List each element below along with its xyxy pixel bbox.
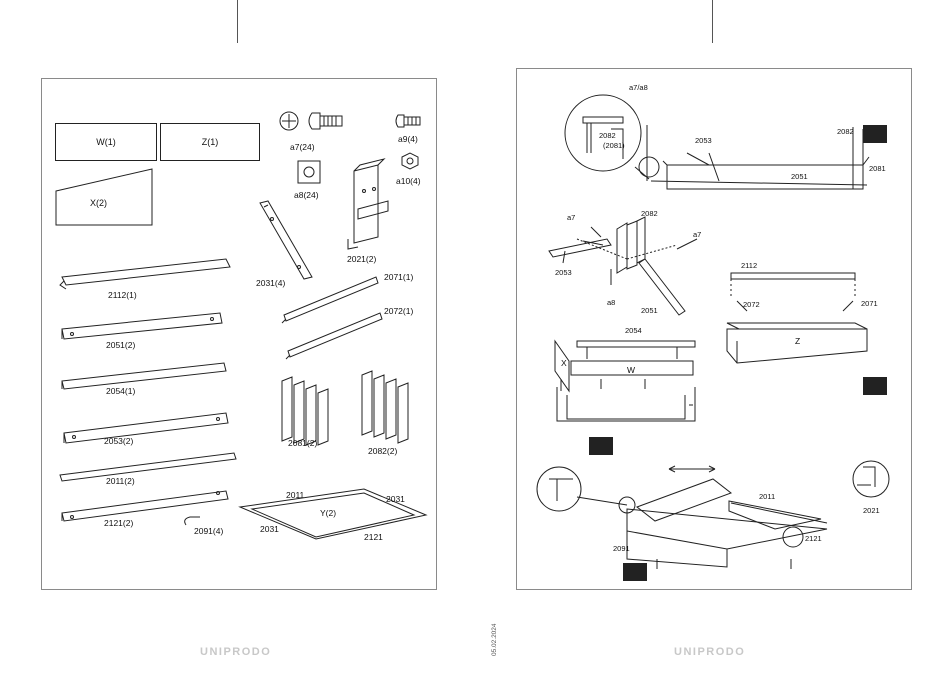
- hook-2091-icon: [184, 516, 200, 526]
- panel-w-label: W(1): [96, 137, 116, 147]
- step-marker-2: [863, 377, 887, 395]
- screw-side-icon: [308, 112, 343, 130]
- frame-center-label: Y(2): [320, 508, 337, 518]
- callout-2082-label: 2082: [599, 131, 616, 140]
- bracket-2081: [281, 376, 329, 446]
- nut-a10-icon: [401, 152, 419, 170]
- frame-top-label: 2011: [286, 490, 305, 500]
- screw-a7-label: a7(24): [290, 142, 315, 152]
- crop-mark-right: [712, 0, 713, 43]
- part-2011-label: 2011(2): [106, 476, 135, 486]
- panel-w-drawing: [570, 360, 694, 376]
- part-2051-label: 2051(2): [106, 340, 136, 350]
- assembly-drawings: [536, 94, 890, 569]
- step4-2054-label: 2054: [625, 326, 642, 335]
- step3-z-label: Z: [795, 336, 801, 346]
- step1-2082-label: 2082: [837, 127, 854, 136]
- part-2121-label: 2121(2): [104, 518, 134, 528]
- panel-z-box: Z(1): [160, 123, 260, 161]
- step2-a7-right-label: a7: [693, 230, 702, 239]
- part-2072-label: 2072(1): [384, 306, 414, 316]
- parts-drawings: [55, 111, 428, 540]
- part-2091-label: 2091(4): [194, 526, 224, 536]
- brand-logo-right: UNIPRODO: [674, 646, 746, 658]
- step4-x-label: X: [561, 358, 567, 368]
- detail-callout-circle: [564, 94, 642, 172]
- tray-base-drawing: [556, 387, 696, 422]
- step2-2051-label: 2051: [641, 306, 658, 315]
- detail-callout-right: [852, 460, 890, 498]
- step1-2081-label: 2081: [869, 164, 886, 173]
- rail-2112-drawing: [730, 272, 856, 280]
- assembly-steps-panel: a7/a8 2082 (2081) 2053 2082 2081 2051 a7…: [516, 68, 912, 590]
- bar-2121: [61, 490, 229, 522]
- part-2112-label: 2112(1): [108, 290, 137, 300]
- step1-2053-label: 2053: [695, 136, 712, 145]
- part-2053-label: 2053(2): [104, 436, 134, 446]
- panel-z-label: Z(1): [201, 137, 219, 147]
- part-2021-label: 2021(2): [347, 254, 377, 264]
- frame-right-label: 2031: [386, 494, 405, 504]
- step-marker-4: [623, 563, 647, 581]
- frame-bottom-label: 2121: [364, 532, 383, 542]
- step2-2053-label: 2053: [555, 268, 572, 277]
- cabinet-frame-drawing: [626, 508, 828, 568]
- move-arrow-icon: [668, 465, 716, 473]
- callout-2081-label: (2081): [603, 141, 625, 150]
- step2-2082-label: 2082: [641, 209, 658, 218]
- step3-2112-label: 2112: [741, 261, 758, 270]
- panel-x-shape: [55, 168, 153, 226]
- step5-2011-label: 2011: [759, 492, 776, 501]
- bar-2011: [59, 452, 237, 482]
- bar-2051: [61, 312, 223, 340]
- step5-2121-label: 2121: [805, 534, 822, 543]
- bracket-2082: [361, 370, 409, 444]
- crop-mark-left: [237, 0, 238, 43]
- nut-a10-label: a10(4): [396, 176, 421, 186]
- step5-2091-label: 2091: [613, 544, 630, 553]
- panel-2011-drawing: [728, 500, 822, 530]
- step-marker-3: [589, 437, 613, 455]
- print-date: 05.02.2024: [491, 623, 498, 656]
- frame-left-label: 2031: [260, 524, 279, 534]
- panel-x-drawing: [554, 339, 570, 393]
- panel-x-label: X(2): [90, 198, 108, 208]
- brand-logo-left: UNIPRODO: [200, 646, 272, 658]
- frame-2053-drawing: [646, 125, 870, 190]
- frame-y: [238, 488, 428, 540]
- part-2082-label: 2082(2): [368, 446, 398, 456]
- bolt-a9-label: a9(4): [398, 134, 418, 144]
- parts-list-panel: W(1) Z(1) X(2) a7(24) a9(4) a8(24) a10(4…: [41, 78, 437, 590]
- screw-head-icon: [279, 111, 299, 131]
- callout-a7a8-label: a7/a8: [629, 83, 648, 92]
- bar-2072: [285, 312, 383, 360]
- step4-w-label: W: [627, 365, 636, 375]
- washer-a8-icon: [297, 160, 321, 184]
- step5-2021-label: 2021: [863, 506, 880, 515]
- washer-a8-label: a8(24): [294, 190, 319, 200]
- step2-a7-left-label: a7: [567, 213, 576, 222]
- step3-2071-label: 2071: [861, 299, 878, 308]
- panel-w-box: W(1): [55, 123, 157, 161]
- bracket-2021: [353, 158, 386, 244]
- bolt-a9-icon: [395, 114, 421, 128]
- bar-2071: [281, 276, 379, 324]
- part-2071-label: 2071(1): [384, 272, 414, 282]
- rail-2054-drawing: [576, 340, 696, 348]
- bar-2031: [259, 200, 313, 280]
- step1-2051-label: 2051: [791, 172, 808, 181]
- bar-2112: [59, 258, 231, 290]
- part-2031-label: 2031(4): [256, 278, 286, 288]
- part-2081-label: 2081(2): [288, 438, 318, 448]
- tray-z-drawing: [726, 322, 868, 364]
- bar-2053: [63, 412, 229, 444]
- part-2054-label: 2054(1): [106, 386, 136, 396]
- bar-2054: [61, 362, 227, 390]
- step2-a8-label: a8: [607, 298, 616, 307]
- step3-2072-label: 2072: [743, 300, 760, 309]
- step-marker-1: [863, 125, 887, 143]
- detail-callout-left: [536, 466, 582, 512]
